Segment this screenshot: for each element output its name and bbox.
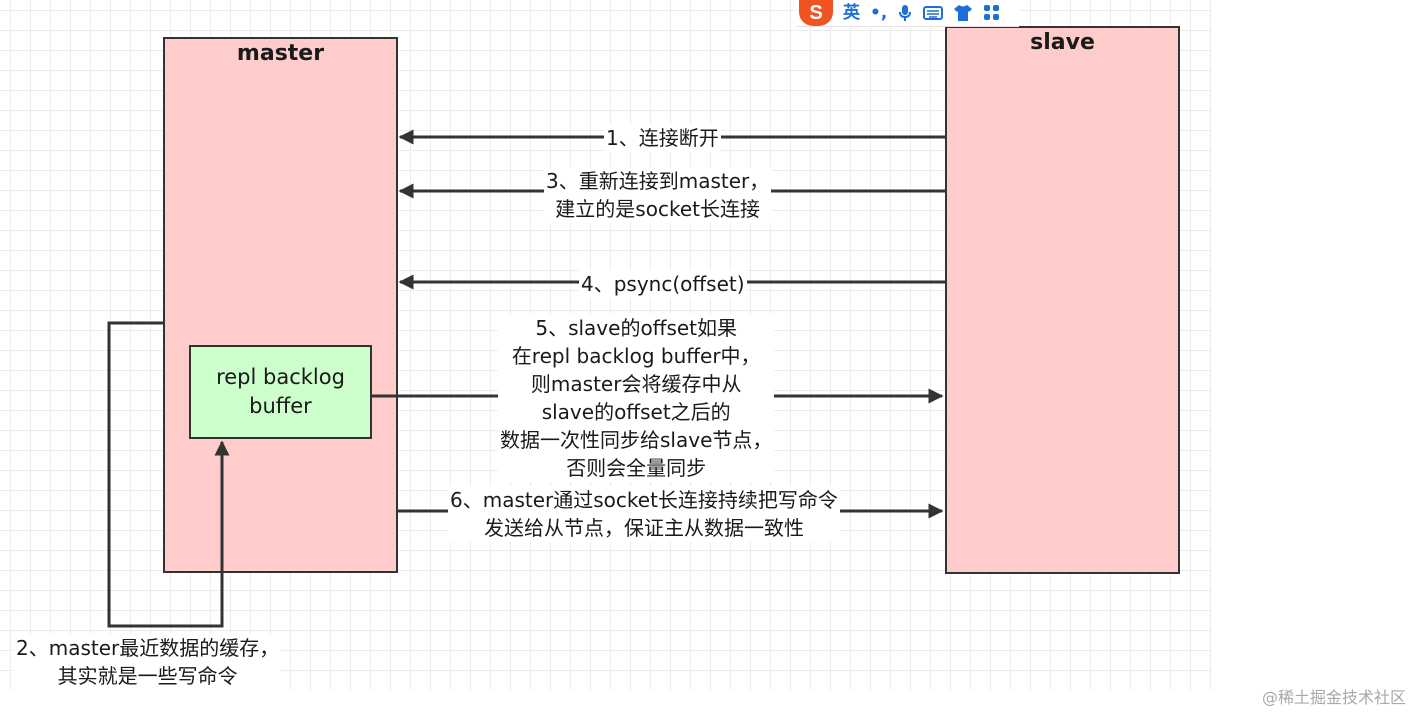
mic-icon[interactable] — [897, 4, 913, 22]
ime-toolbar: S 英 •, — [797, 0, 1019, 27]
edge-3-label: 3、重新连接到master， 建立的是socket长连接 — [544, 167, 772, 223]
keyboard-icon[interactable] — [923, 5, 944, 21]
watermark: @稀土掘金技术社区 — [1261, 688, 1406, 707]
canvas-margin-right — [1212, 0, 1412, 716]
edge-5-label: 5、slave的offset如果 在repl backlog buffer中， … — [498, 314, 775, 482]
apps-icon[interactable] — [983, 4, 1001, 22]
edge-1-label: 1、连接断开 — [604, 124, 721, 152]
canvas-margin-bottom — [0, 690, 1412, 716]
master-title: master — [236, 41, 325, 66]
edge-2-arrow — [107, 321, 230, 628]
ime-punct-toggle[interactable]: •, — [870, 3, 888, 23]
ime-mode-toggle[interactable]: 英 — [843, 3, 860, 23]
master-node: master — [163, 37, 398, 573]
edge-4-label: 4、psync(offset) — [579, 270, 747, 298]
repl-backlog-buffer-node: repl backlog buffer — [189, 345, 372, 439]
skin-icon[interactable] — [953, 4, 973, 22]
slave-title: slave — [1030, 30, 1095, 55]
edge-6-label: 6、master通过socket长连接持续把写命令 发送给从节点，保证主从数据一… — [448, 486, 840, 542]
slave-node: slave — [945, 26, 1180, 574]
ime-logo[interactable]: S — [799, 0, 833, 26]
edge-2-label: 2、master最近数据的缓存， 其实就是一些写命令 — [14, 634, 282, 690]
